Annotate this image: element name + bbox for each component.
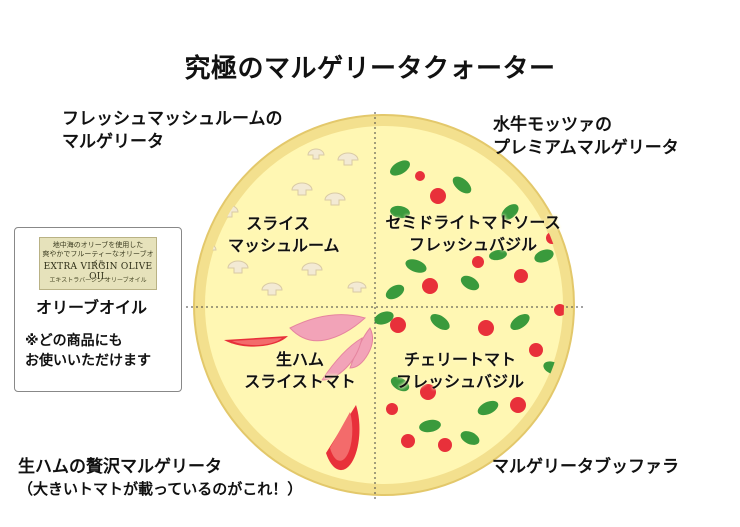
olive-oil-note: ※どの商品にも お使いいただけます — [25, 331, 175, 372]
topping-label-bottom-left-line2: スライストマト — [244, 371, 356, 391]
topping-label-bottom-left: 生ハム スライストマト — [225, 349, 375, 392]
quarter-top-right-name-line1: 水牛モッツァの — [493, 115, 612, 135]
olive-oil-label-brand: EXTRA VIRGIN OLIVE OIL — [43, 262, 153, 282]
quarter-top-right-name-line2: プレミアムマルゲリータ — [493, 137, 679, 158]
topping-label-bottom-right-line2: フレッシュバジル — [395, 371, 524, 391]
topping-label-bottom-right-line1: チェリートマト — [403, 350, 516, 369]
topping-label-top-right-line1: セミドライトマトソース — [385, 213, 561, 232]
olive-oil-note-line1: ※どの商品にも — [25, 333, 123, 349]
olive-oil-card: 地中海のオリーブを使用した 爽やかでフルーティーなオリーブオイル EXTRA V… — [14, 227, 182, 392]
olive-oil-label-line2: 爽やかでフルーティーなオリーブオイル — [42, 250, 154, 268]
topping-label-top-right: セミドライトマトソース フレッシュバジル — [378, 212, 568, 255]
mushroom-slices — [204, 148, 367, 296]
quarter-bottom-left-name: 生ハムの贅沢マルゲリータ （大きいトマトが載っているのがこれ！） — [18, 456, 302, 499]
pizza-cheese — [205, 126, 563, 484]
quarter-bottom-right-name: マルゲリータブッファラ — [492, 457, 679, 477]
quarter-top-left-name-line1: フレッシュマッシュルームの — [62, 109, 283, 129]
topping-label-top-left-line2: マッシュルーム — [228, 235, 340, 255]
quarter-bottom-left-note: （大きいトマトが載っているのがこれ！） — [18, 479, 303, 498]
olive-oil-note-line2: お使いいただけます — [25, 353, 151, 370]
prosciutto-slices — [289, 314, 374, 381]
olive-oil-label-line1: 地中海のオリーブを使用した — [52, 241, 144, 249]
topping-label-top-right-line2: フレッシュバジル — [408, 234, 537, 254]
topping-label-bottom-right: チェリートマト フレッシュバジル — [380, 349, 540, 392]
cherry-tomatoes — [386, 304, 564, 452]
olive-oil-label-image: 地中海のオリーブを使用した 爽やかでフルーティーなオリーブオイル EXTRA V… — [39, 237, 157, 290]
olive-oil-label-text: 地中海のオリーブを使用した 爽やかでフルーティーなオリーブオイル — [40, 241, 156, 268]
tomato-slices — [224, 336, 360, 471]
quarter-bottom-left-name-line: 生ハムの贅沢マルゲリータ — [18, 457, 222, 477]
topping-label-bottom-left-line1: 生ハム — [275, 350, 324, 369]
topping-label-top-left-line1: スライス — [246, 214, 310, 233]
basil-leaves-top-right — [385, 160, 554, 300]
quarter-top-left-name-line2: マルゲリータ — [62, 131, 164, 152]
page-title: 究極のマルゲリータクォーター — [184, 54, 556, 84]
quarter-top-left-name: フレッシュマッシュルームの マルゲリータ — [62, 108, 283, 154]
quarter-top-right-name: 水牛モッツァの プレミアムマルゲリータ — [493, 114, 679, 160]
olive-oil-label-small: エキストラバージン オリーブオイル — [49, 277, 147, 284]
topping-label-top-left: スライス マッシュルーム — [228, 213, 340, 256]
olive-oil-name: オリーブオイル — [36, 298, 148, 317]
